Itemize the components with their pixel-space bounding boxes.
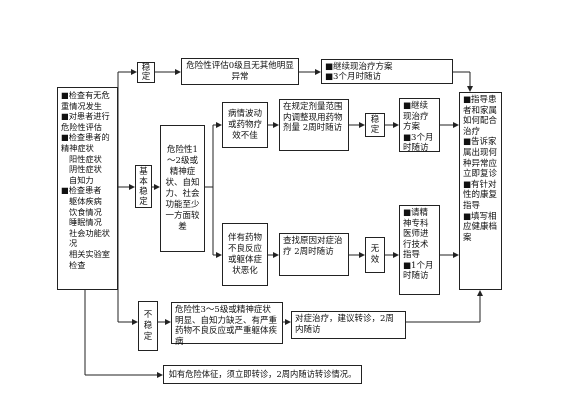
guidance-line: ■指导患者和家属如何配合治疗	[463, 95, 498, 137]
assessment-line: ■检查患者的精神症状	[61, 132, 110, 153]
unstable-action-box: 对症治疗，建议转诊，2周内随访	[291, 311, 406, 339]
assessment-subline: 饮食情况	[69, 206, 102, 217]
lower-outcome-line: ■请精神专科医师进行技术指导	[403, 208, 429, 260]
assessment-box: ■检查有无危重情况发生 ■对患者进行危险性评估 ■检查患者的精神症状 阳性症状 …	[57, 87, 118, 290]
lower-outcome-box: ■请精神专科医师进行技术指导 ■1个月时随访	[399, 205, 440, 295]
upper-outcome-line: ■继续现治疗方案	[403, 101, 429, 132]
guidance-line: ■告诉家属出现何种异常应立即复诊	[463, 137, 498, 180]
branch-stable-label: 稳定	[141, 62, 151, 82]
branch-unstable: 不稳定	[138, 301, 158, 351]
lower-result-text: 无效	[370, 244, 380, 265]
branch-basic-stable-label: 基本稳定	[139, 166, 148, 207]
stable-criteria-box: 危险性评估0级且无其他明显异常	[181, 58, 299, 85]
lower-outcome-line: ■1个月时随访	[403, 260, 434, 282]
stable-criteria-text: 危险性评估0级且无其他明显异常	[186, 61, 294, 82]
guidance-box: ■指导患者和家属如何配合治疗 ■告诉家属出现何种异常应立即复诊 ■有针对性的康复…	[459, 92, 502, 290]
upper-action-box: 在规定剂量范围内调整现用药物剂量 2周时随访	[279, 99, 349, 151]
guidance-line: ■有针对性的康复指导	[463, 179, 498, 211]
upper-condition-box: 病情波动或药物疗效不佳	[222, 102, 268, 148]
assessment-subline: 睡眠情况	[69, 217, 102, 228]
lower-action-box: 查找原因对症治疗 2周时随访	[279, 233, 349, 276]
assessment-subline: 阳性症状	[69, 153, 102, 164]
assessment-line: ■对患者进行危险性评估	[61, 111, 110, 132]
stable-action-box: ■继续现治疗方案 ■3个月时随访	[321, 59, 453, 84]
branch-basic-stable: 基本稳定	[135, 165, 152, 208]
branch-stable: 稳定	[137, 62, 155, 83]
upper-result-box: 稳定	[365, 113, 385, 137]
middle-criteria-text: 危险性1～2级或精神症状、自知力、社会功能至少一方面较差	[165, 144, 200, 232]
unstable-criteria-text: 危险性3～5级或精神症状明显、自知力缺乏、有严重药物不良反应或严重躯体疾病	[175, 305, 278, 347]
assessment-line: ■检查有无危重情况发生	[61, 90, 110, 111]
assessment-subline: 相关实验室检查	[69, 248, 110, 270]
assessment-subline: 社会功能状况	[69, 227, 110, 249]
unstable-action-text: 对症治疗，建议转诊，2周内随访	[295, 314, 394, 335]
assessment-subline: 躯体疾病	[69, 195, 102, 206]
footer-text: 如有危险体征，须立即转诊，2周内随访转诊情况。	[168, 369, 357, 380]
upper-action-text: 在规定剂量范围内调整现用药物剂量 2周时随访	[283, 102, 343, 133]
upper-condition-text: 病情波动或药物疗效不佳	[227, 108, 262, 141]
upper-outcome-line: ■3个月时随访	[403, 132, 434, 154]
lower-action-text: 查找原因对症治疗 2周时随访	[283, 236, 343, 257]
assessment-subline: 自知力	[69, 174, 94, 185]
unstable-criteria-box: 危险性3～5级或精神症状明显、自知力缺乏、有严重药物不良反应或严重躯体疾病	[171, 302, 283, 347]
lower-condition-box: 伴有药物不良反应或躯体症状恶化	[222, 223, 268, 286]
assessment-subline: 阴性症状	[69, 164, 102, 175]
upper-result-text: 稳定	[370, 114, 380, 136]
middle-criteria-box: 危险性1～2级或精神症状、自知力、社会功能至少一方面较差	[160, 125, 205, 252]
assessment-line: ■检查患者	[61, 185, 102, 196]
footer-box: 如有危险体征，须立即转诊，2周内随访转诊情况。	[163, 365, 362, 384]
lower-condition-text: 伴有药物不良反应或躯体症状恶化	[227, 232, 262, 276]
upper-outcome-box: ■继续现治疗方案 ■3个月时随访	[399, 98, 440, 154]
lower-result-box: 无效	[365, 237, 385, 273]
stable-action-line: ■继续现治疗方案	[325, 62, 393, 72]
stable-action-line: ■3个月时随访	[325, 72, 381, 82]
branch-unstable-label: 不稳定	[143, 309, 153, 342]
guidance-line: ■填写相应健康档案	[463, 211, 498, 243]
